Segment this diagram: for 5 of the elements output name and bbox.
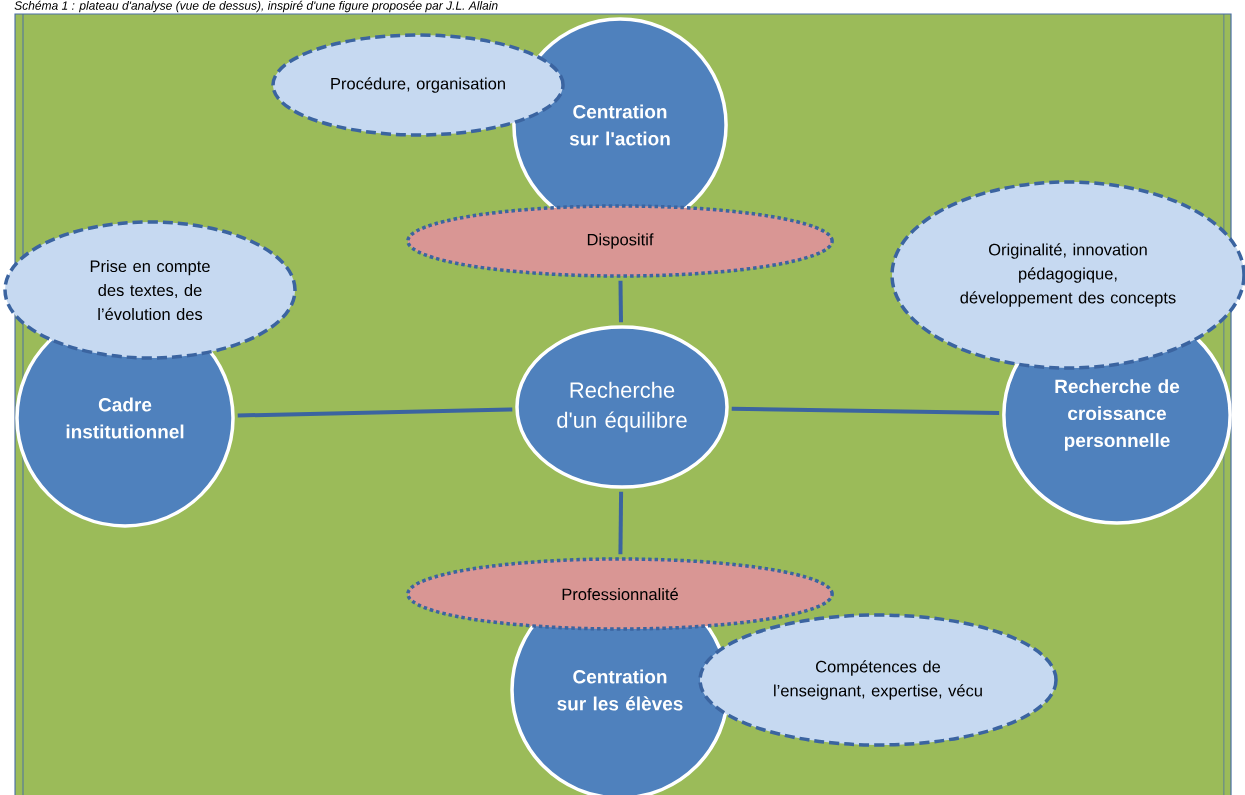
connector-line — [731, 406, 1000, 416]
connector-line — [237, 407, 513, 418]
connector-line — [618, 280, 623, 323]
connector-line — [618, 491, 624, 555]
title: Schéma 1 : plateau d'analyse (vue de dessus), inspiré d'une figure proposée par J.L. Allain — [14, 0, 498, 13]
